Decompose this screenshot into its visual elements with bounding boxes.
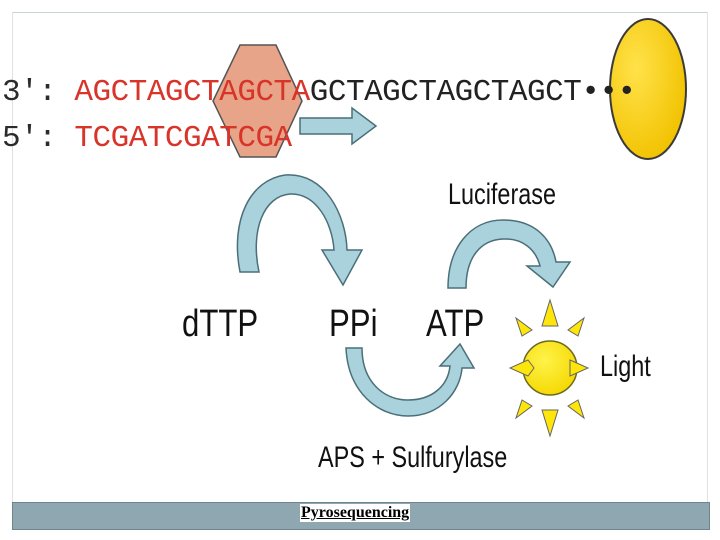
strand-5prime-label: 5′: (2, 121, 57, 156)
arc-arrow-luciferase (447, 219, 572, 289)
strand-5prime-red: TCGATCGATCGA (74, 121, 292, 156)
strand-5prime: 5′: TCGATCGATCGA (2, 121, 292, 156)
bead-circle (609, 18, 687, 160)
light-sun-icon (508, 298, 590, 438)
top-divider (12, 12, 708, 13)
arc-arrow-sulfurylase (345, 342, 476, 417)
strand-3prime-dark: GCTAGCTAGCTAGCT (309, 75, 582, 110)
strand-3prime-label: 3′: (2, 75, 57, 110)
ppi-label: PPi (329, 303, 378, 345)
strand-3prime-dots: ••• (581, 75, 636, 110)
strand-3prime-red: AGCTAGCTAGCTA (74, 75, 310, 110)
direction-arrow (299, 106, 378, 146)
strand-3prime: 3′: AGCTAGCTAGCTAGCTAGCTAGCTAGCT••• (2, 75, 636, 110)
aps-sulfurylase-label: APS + Sulfurylase (318, 441, 508, 474)
caption-title: Pyrosequencing (300, 504, 411, 522)
arc-arrow-to-ppi (236, 174, 364, 287)
light-label: Light (600, 350, 651, 383)
atp-label: ATP (426, 303, 485, 345)
dttp-label: dTTP (182, 303, 259, 345)
polymerase-hexagon (212, 44, 303, 158)
luciferase-label: Luciferase (448, 178, 556, 211)
left-divider (12, 12, 13, 502)
right-divider (707, 12, 708, 502)
